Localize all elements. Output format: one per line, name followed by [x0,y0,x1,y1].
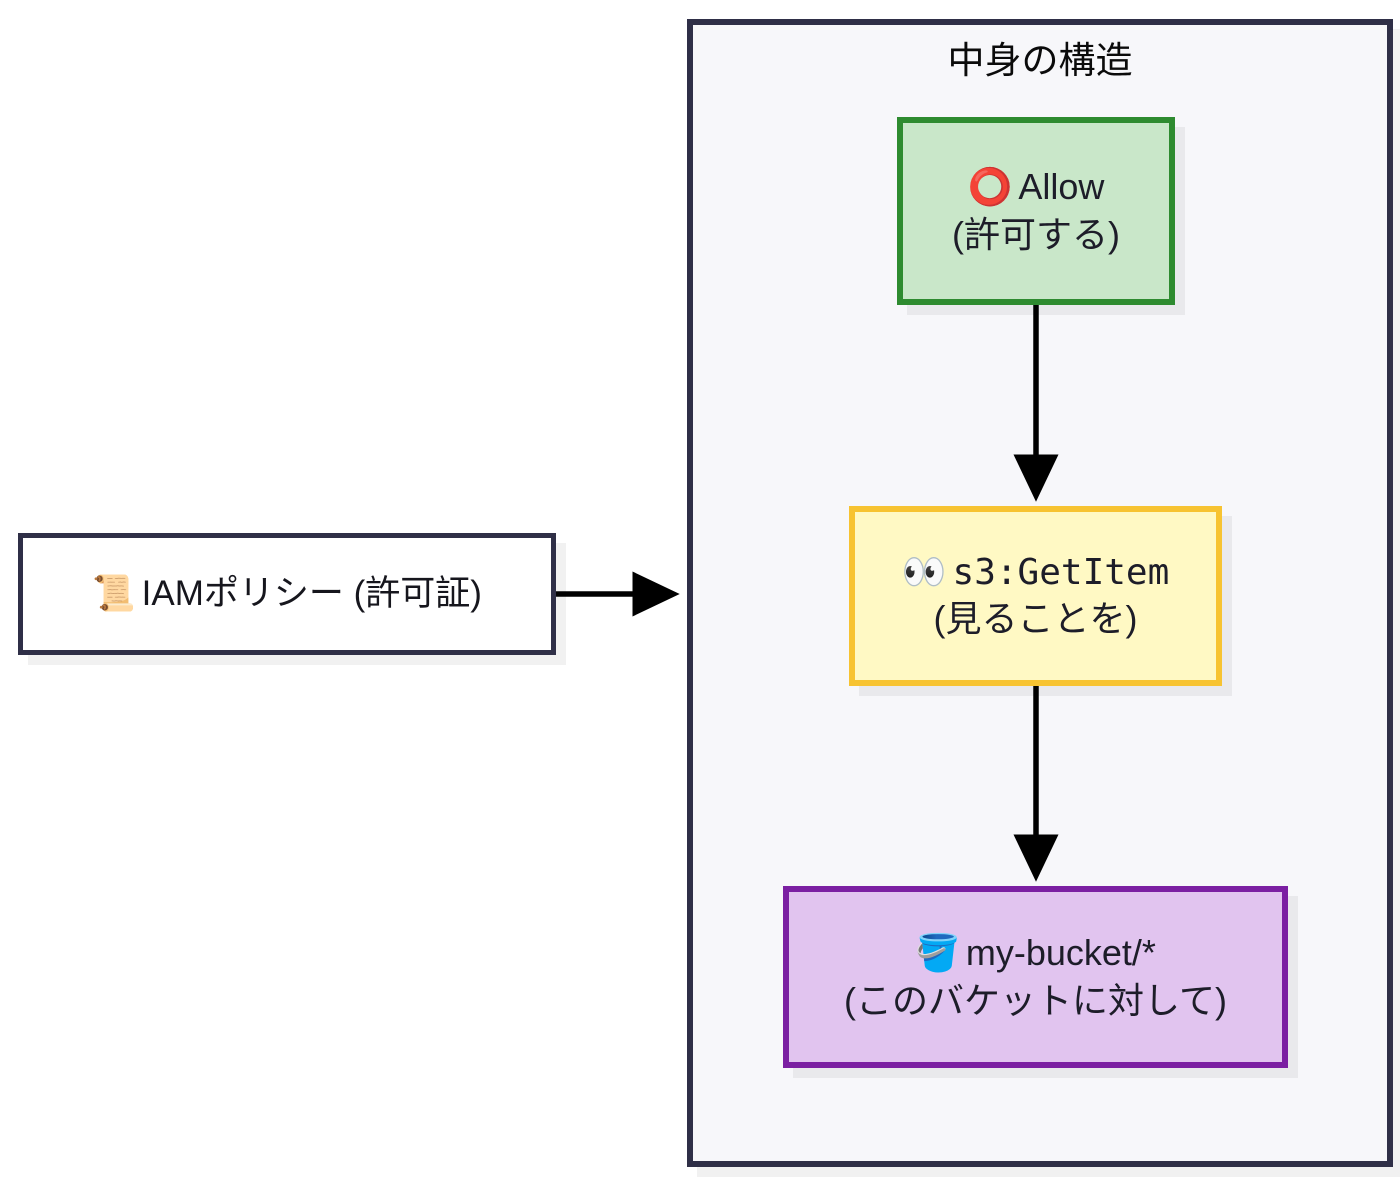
node-resource-text: my-bucket/* [965,932,1156,974]
node-allow-line1: ⭕Allow [968,164,1105,211]
subgraph-title: 中身の構造 [947,40,1133,81]
node-iam-policy-label: 📜IAMポリシー (許可証) [92,572,482,617]
node-action-line1: 👀s3:GetItem [902,550,1170,596]
hollow-red-circle-icon: ⭕ [967,167,1013,209]
scroll-icon: 📜 [92,573,136,614]
node-resource-line1: 🪣my-bucket/* [915,930,1156,977]
node-allow[interactable]: ⭕Allow (許可する) [897,117,1175,305]
node-action[interactable]: 👀s3:GetItem (見ることを) [849,506,1222,686]
node-action-line2: (見ることを) [933,598,1138,639]
node-action-text: s3:GetItem [952,551,1170,593]
node-iam-policy[interactable]: 📜IAMポリシー (許可証) [18,533,556,655]
node-iam-policy-text: IAMポリシー (許可証) [141,573,482,613]
node-resource-line2: (このバケットに対して) [844,979,1227,1021]
bucket-icon: 🪣 [915,933,960,975]
eyes-icon: 👀 [901,551,947,593]
node-allow-text: Allow [1018,166,1105,208]
node-resource[interactable]: 🪣my-bucket/* (このバケットに対して) [783,886,1288,1068]
node-allow-line2: (許可する) [952,213,1120,255]
